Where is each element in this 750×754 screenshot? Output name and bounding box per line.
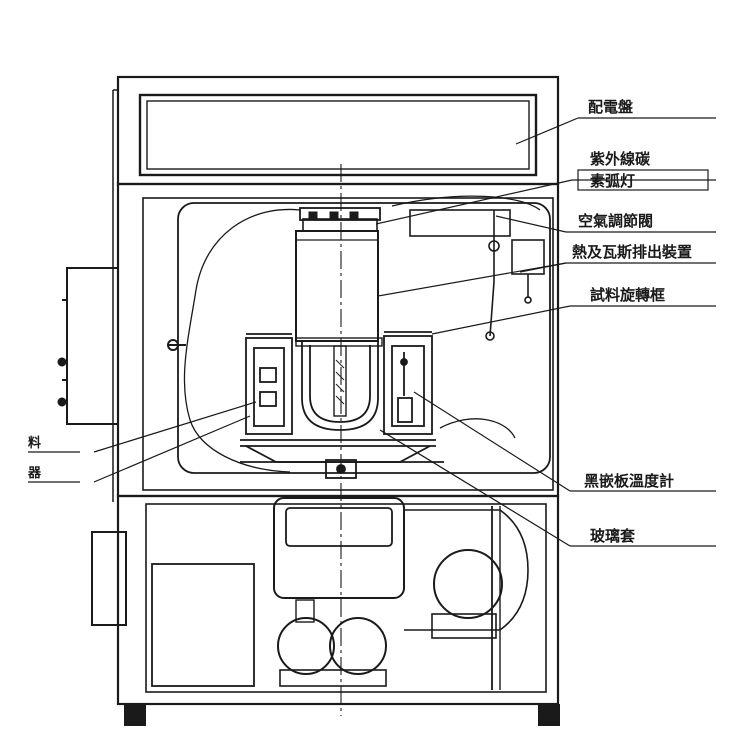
uv-lamp-label-frame xyxy=(577,169,709,191)
wiring-loop xyxy=(183,195,541,473)
label-uv-lamp-line2: 素弧灯 xyxy=(590,172,635,190)
label-black-panel-thermometer: 黑嵌板溫度計 xyxy=(584,472,674,490)
label-exhaust-device: 熱及瓦斯排出裝置 xyxy=(572,243,692,261)
air-control-valve xyxy=(409,209,511,341)
door-handle xyxy=(167,339,186,351)
label-distribution-board: 配電盤 xyxy=(588,98,634,116)
cabinet-feet xyxy=(124,704,560,726)
glass-cover xyxy=(295,337,383,431)
label-uv-lamp-line1: 紫外線碳 xyxy=(590,150,651,168)
machine-compartment xyxy=(145,497,547,693)
label-air-valve: 空氣調節閥 xyxy=(578,212,653,230)
uv-carbon-arc-lamp xyxy=(295,207,381,342)
label-glass-cover: 玻璃套 xyxy=(590,527,636,545)
sample-rack-left xyxy=(245,333,293,435)
label-cut-left-upper: 料 xyxy=(28,435,41,451)
exhaust-device xyxy=(511,239,545,304)
distribution-board-panel xyxy=(138,93,538,177)
cabinet xyxy=(112,75,560,706)
sample-rack-right xyxy=(383,331,433,435)
leader-lines xyxy=(28,117,716,547)
test-chamber xyxy=(142,197,554,491)
side-control-box xyxy=(57,267,127,626)
label-cut-left-lower: 器 xyxy=(27,466,42,481)
label-sample-frame: 試料旋轉框 xyxy=(590,286,665,304)
rotating-base xyxy=(240,439,444,479)
